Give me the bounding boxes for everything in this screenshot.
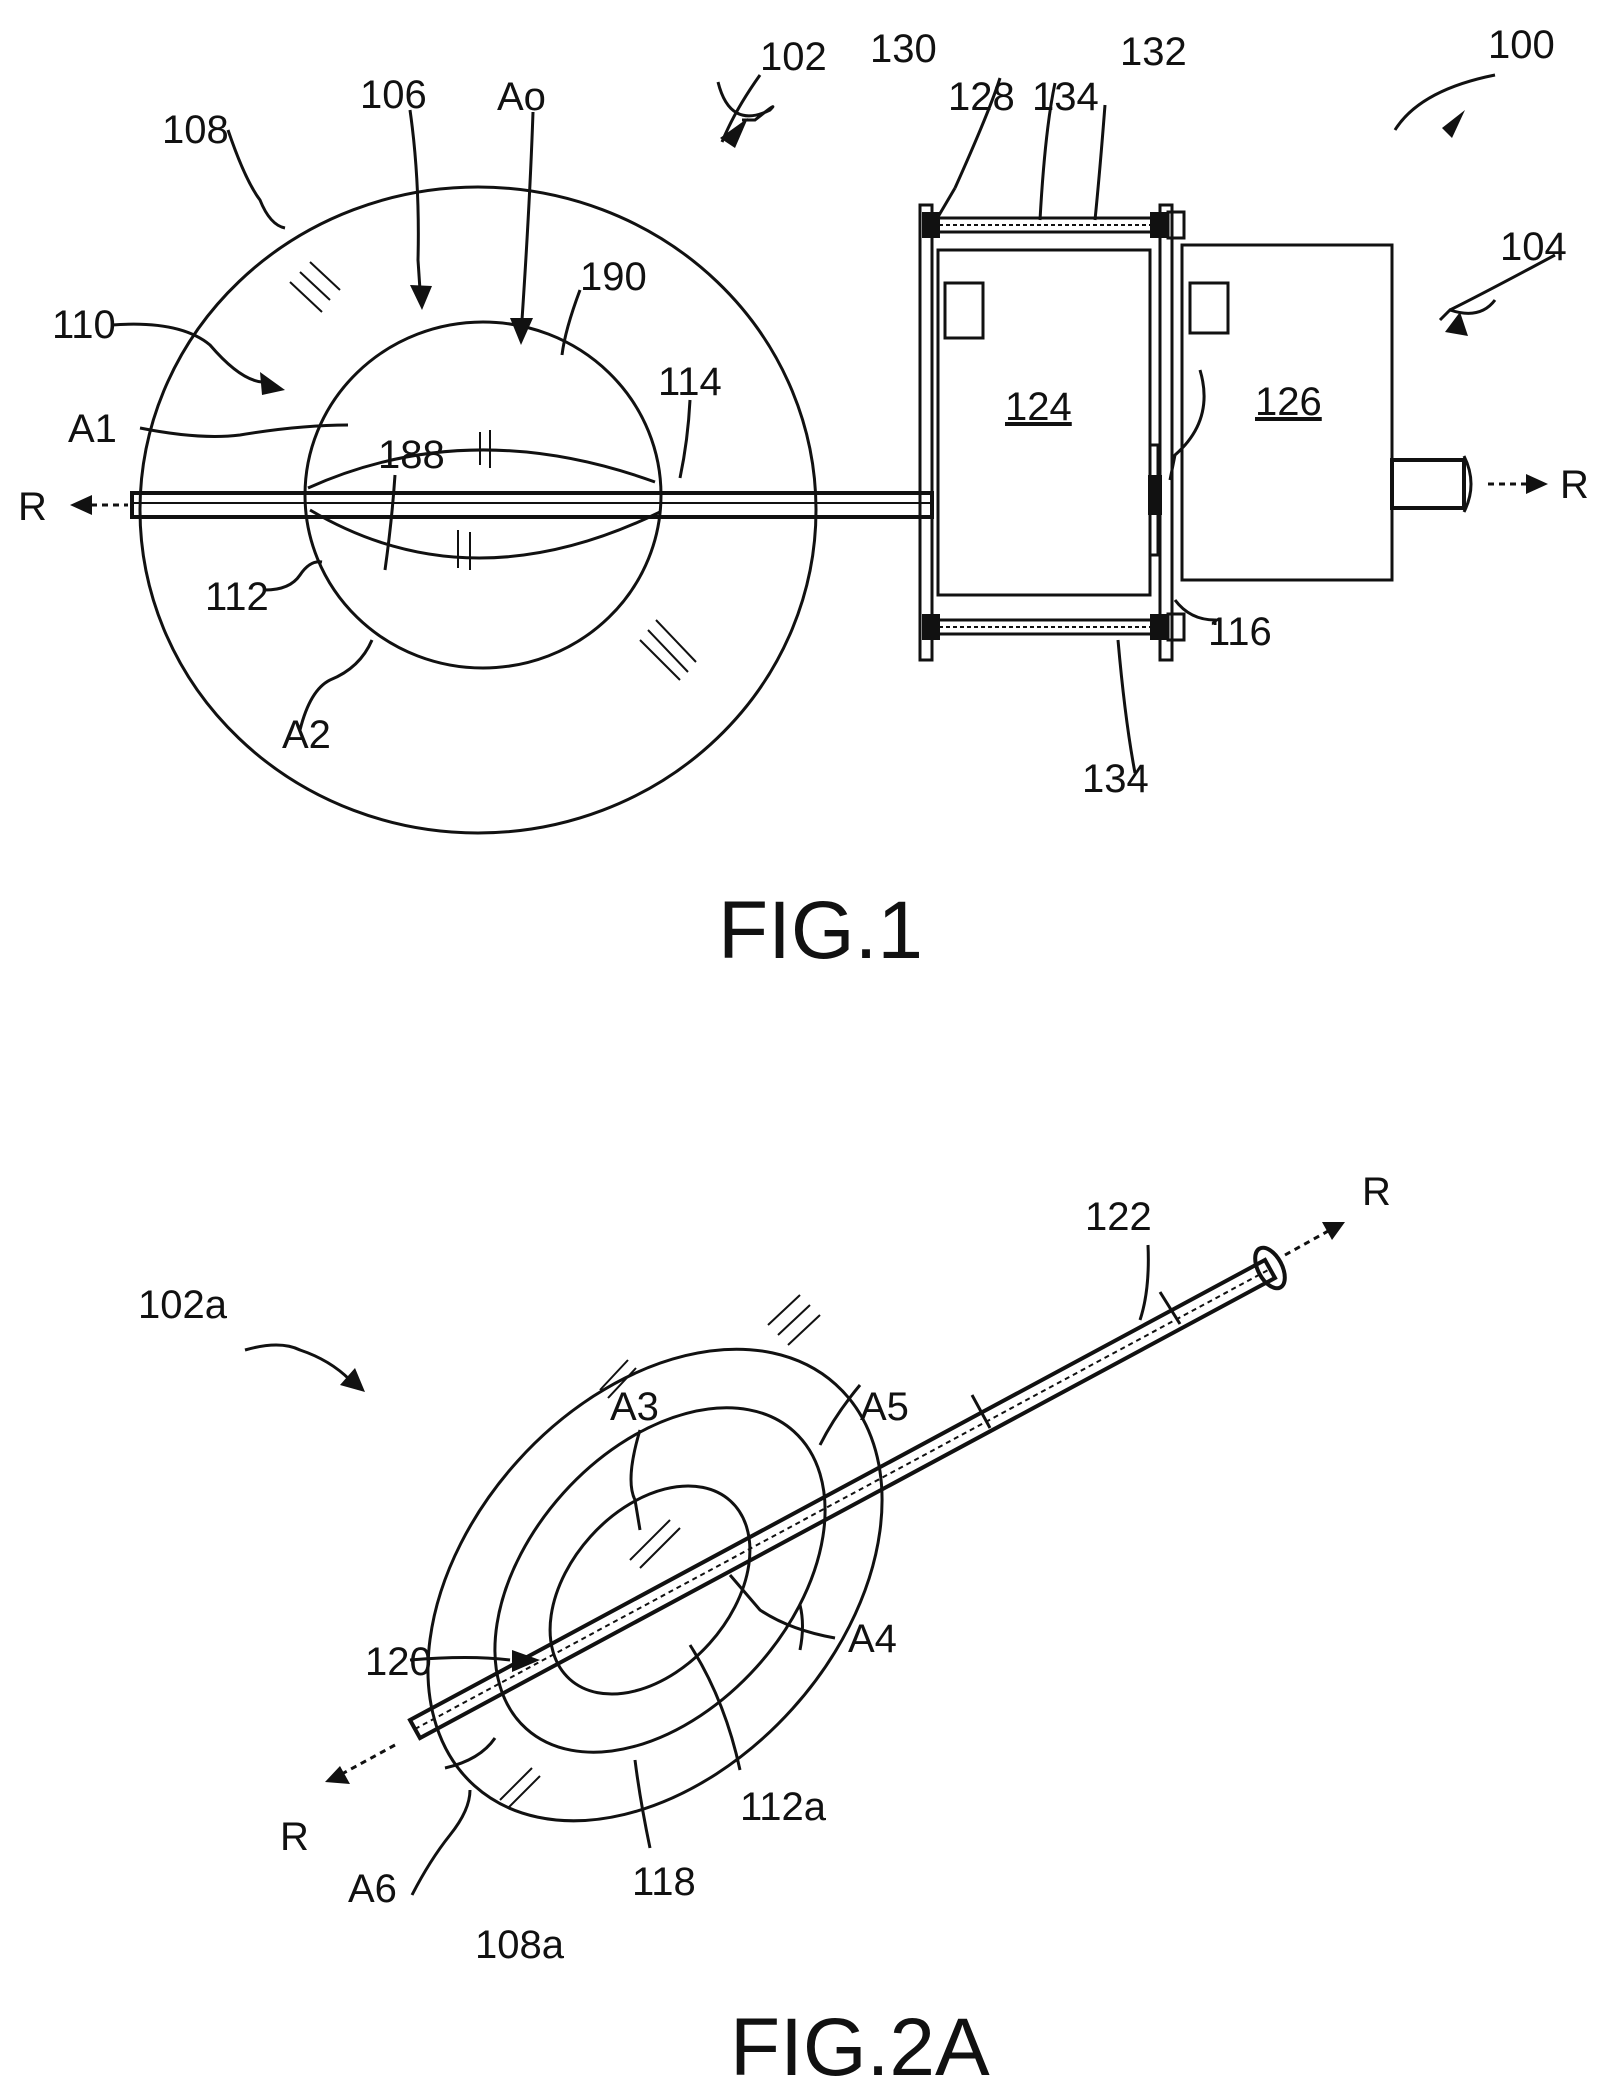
leader-lines-fig2a xyxy=(245,1245,1148,1895)
label-108: 108 xyxy=(162,108,229,152)
shaft-122 xyxy=(410,1243,1291,1738)
label-a4: A4 xyxy=(848,1617,897,1661)
label-108a: 108a xyxy=(475,1923,565,1967)
label-188: 188 xyxy=(378,433,445,477)
label-122: 122 xyxy=(1085,1195,1152,1239)
label-100: 100 xyxy=(1488,23,1555,67)
label-a6: A6 xyxy=(348,1867,397,1911)
label-a1: A1 xyxy=(68,407,117,451)
label-190: 190 xyxy=(580,255,647,299)
plate-132 xyxy=(1160,205,1172,660)
labels-fig1: 100 102 104 106 108 110 112 114 116 124 … xyxy=(18,23,1589,801)
tie-rod-top-134 xyxy=(922,212,1184,238)
label-134-top: 134 xyxy=(1032,75,1099,119)
label-112a: 112a xyxy=(740,1785,827,1829)
label-114: 114 xyxy=(658,360,722,404)
label-r-bottom: R xyxy=(280,1815,309,1859)
label-110: 110 xyxy=(52,303,116,347)
plate-130 xyxy=(920,205,932,660)
label-132: 132 xyxy=(1120,30,1187,74)
caption-fig2a: FIG.2A xyxy=(730,2002,990,2093)
middle-ring-118 xyxy=(430,1344,891,1815)
label-126: 126 xyxy=(1255,380,1322,424)
label-102a: 102a xyxy=(138,1283,228,1327)
arrow-r-top xyxy=(1285,1222,1345,1255)
label-130: 130 xyxy=(870,27,937,71)
label-r-left: R xyxy=(18,485,47,529)
label-a2: A2 xyxy=(282,713,331,757)
rod-114 xyxy=(132,493,932,517)
label-ao: Ao xyxy=(497,75,546,119)
arrow-r-left xyxy=(70,495,128,515)
figure-2a: 102a 108a 112a 118 120 122 A3 A4 A5 A6 R… xyxy=(138,1170,1391,2093)
labels-fig2a: 102a 108a 112a 118 120 122 A3 A4 A5 A6 R… xyxy=(138,1170,1391,1967)
lens-upper-arc xyxy=(308,450,655,488)
arrow-r-bottom xyxy=(325,1745,395,1784)
label-120: 120 xyxy=(365,1640,432,1684)
label-r-top: R xyxy=(1362,1170,1391,1214)
leader-lines-fig1 xyxy=(112,75,1555,773)
label-128: 128 xyxy=(948,75,1015,119)
label-a3: A3 xyxy=(610,1385,659,1429)
outer-disc-108a xyxy=(337,1261,973,1910)
label-r-right: R xyxy=(1560,463,1589,507)
label-116: 116 xyxy=(1208,610,1272,654)
label-104: 104 xyxy=(1500,225,1567,269)
label-118: 118 xyxy=(632,1860,696,1904)
tie-rod-bottom-134 xyxy=(922,614,1184,640)
outer-ring-108 xyxy=(140,187,816,833)
output-shaft xyxy=(1392,456,1548,512)
label-a5: A5 xyxy=(860,1385,909,1429)
label-106: 106 xyxy=(360,73,427,117)
figure-1: 100 102 104 106 108 110 112 114 116 124 … xyxy=(18,23,1589,976)
label-102: 102 xyxy=(760,35,827,79)
label-134-bottom: 134 xyxy=(1082,757,1149,801)
caption-fig1: FIG.1 xyxy=(718,885,923,976)
label-112: 112 xyxy=(205,575,269,619)
label-124: 124 xyxy=(1005,385,1072,429)
